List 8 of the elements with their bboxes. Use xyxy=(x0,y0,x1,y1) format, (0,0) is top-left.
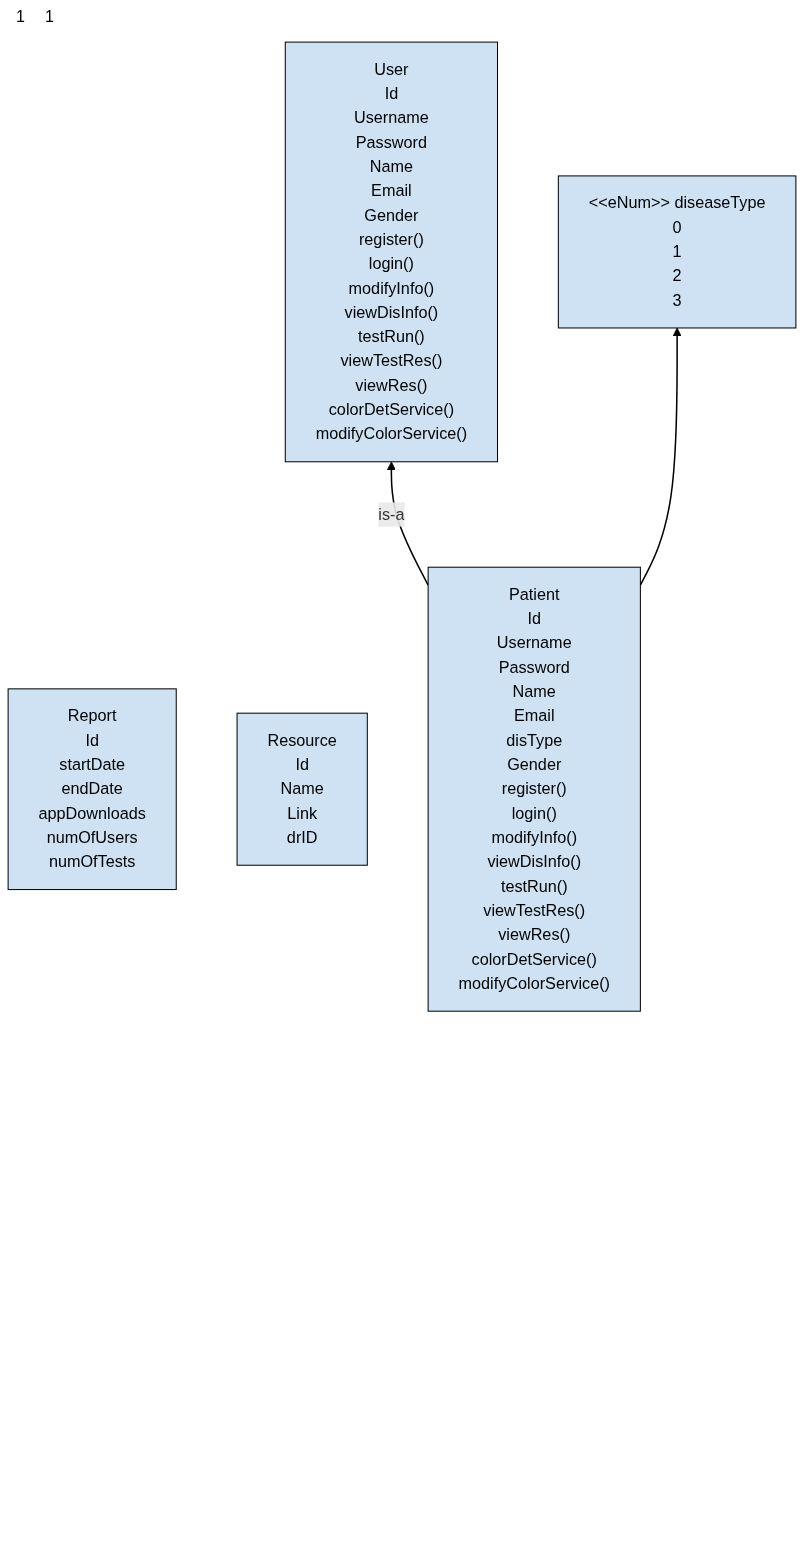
node-box: User Id Username Password Name Email Gender register() login() modifyInfo() viewDisInfo() testRun() viewTestRes() viewRes() colorDetService() modifyColorService() xyxy=(284,41,498,463)
multiplicity-label: 1 xyxy=(44,8,54,26)
edge-label: is-a xyxy=(378,505,405,523)
node-box: <<eNum>> diseaseType 0 1 2 3 xyxy=(557,175,797,329)
node-box: Patient Id Username Password Name Email disType Gender register() login() modifyInfo() viewDisInfo() testRun() viewTestRes() viewRes() colorDetService() modifyColorService() xyxy=(427,566,641,1012)
multiplicity-label: 1 xyxy=(16,8,25,26)
node-box: Report Id startDate endDate appDownloads numOfUsers numOfTests xyxy=(7,688,177,891)
node-box: Resource Id Name Link drID xyxy=(236,712,368,866)
